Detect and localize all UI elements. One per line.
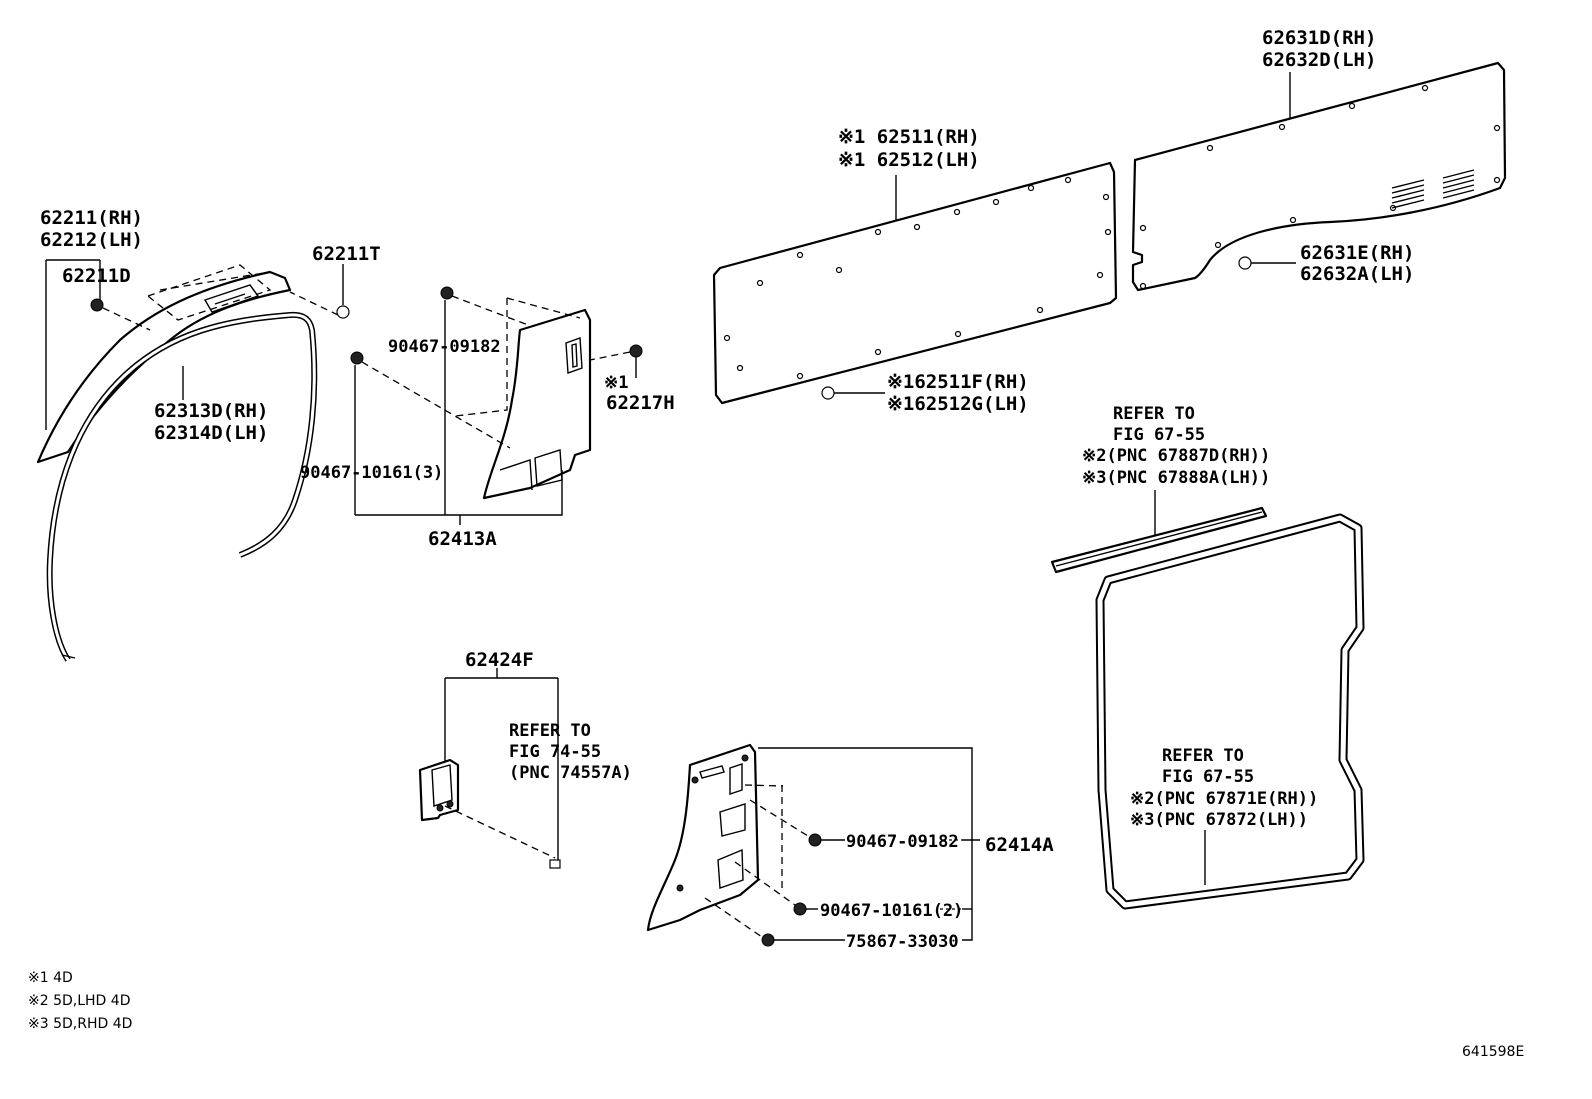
door-opening-weatherstrip[interactable]: [46, 311, 318, 662]
label-62512g: ※162512G(LH): [887, 393, 1029, 415]
footnote-1: ※1 4D: [28, 970, 73, 986]
label-62512: ※1 62512(LH): [838, 149, 980, 171]
center-pillar-garnish[interactable]: [482, 308, 592, 500]
pillar-garnish[interactable]: [36, 270, 292, 464]
ref2-line2: FIG 67-55: [1113, 425, 1205, 445]
label-75867-33030: 75867-33030: [846, 932, 959, 952]
label-62414a: 62414A: [985, 834, 1054, 856]
quarter-trim-panel-62511[interactable]: [712, 161, 1118, 405]
front-pillar-garnish-group: [36, 259, 350, 464]
ref2-line4: ※3(PNC 67888A(LH)): [1082, 468, 1270, 488]
ref1-line2: FIG 74-55: [509, 742, 601, 762]
figure-id: 641598E: [1462, 1044, 1524, 1060]
clip-62631e: [1238, 256, 1296, 270]
label-62511f: ※162511F(RH): [887, 371, 1029, 393]
footnote-3: ※3 5D,RHD 4D: [28, 1016, 132, 1032]
label-90467-10161-2: 90467-10161(2): [820, 901, 963, 921]
label-62413a: 62413A: [428, 528, 497, 550]
label-62217h: 62217H: [606, 392, 675, 414]
ref3-line4: ※3(PNC 67872(LH)): [1130, 810, 1308, 830]
footnote-2: ※2 5D,LHD 4D: [28, 993, 130, 1009]
ref3-line2: FIG 67-55: [1162, 767, 1254, 787]
label-62631d: 62631D(RH): [1262, 27, 1376, 49]
ref3-line3: ※2(PNC 67871E(RH)): [1130, 789, 1318, 809]
label-62211d: 62211D: [62, 265, 131, 287]
label-90467-10161-3: 90467-10161(3): [300, 463, 443, 483]
back-door-weatherstrip[interactable]: [1050, 490, 1365, 910]
rear-quarter-panel-62631d[interactable]: [1131, 61, 1507, 292]
label-62212lh: 62212(LH): [40, 229, 143, 251]
quarter-lower-garnish-group: [646, 743, 980, 947]
label-90467-09182-a: 90467-09182: [388, 337, 501, 357]
label-62631e: 62631E(RH): [1300, 242, 1414, 264]
ref3-line1: REFER TO: [1162, 746, 1244, 766]
footnotes: ※1 4D ※2 5D,LHD 4D ※3 5D,RHD 4D: [28, 970, 132, 1032]
ref2-line1: REFER TO: [1113, 404, 1195, 424]
label-62211rh: 62211(RH): [40, 207, 143, 229]
label-62632d: 62632D(LH): [1262, 49, 1376, 71]
callout-labels: 62211(RH) 62212(LH) 62211D 62211T 62313D…: [40, 27, 1414, 952]
label-62511: ※1 62511(RH): [838, 126, 980, 148]
ref1-line1: REFER TO: [509, 721, 591, 741]
bracket-62424f-group: [418, 668, 561, 869]
ref1-line3: (PNC 74557A): [509, 763, 632, 783]
label-62217h-mark: ※1: [604, 373, 628, 393]
clip-62511f: [821, 386, 885, 400]
label-62314d: 62314D(LH): [154, 422, 268, 444]
label-62424f: 62424F: [465, 649, 534, 671]
center-pillar-garnish-group: [350, 286, 643, 525]
label-62632a: 62632A(LH): [1300, 263, 1414, 285]
label-62313d: 62313D(RH): [154, 400, 268, 422]
label-62211t: 62211T: [312, 243, 381, 265]
ref2-line3: ※2(PNC 67887D(RH)): [1082, 446, 1270, 466]
label-90467-09182-b: 90467-09182: [846, 832, 959, 852]
